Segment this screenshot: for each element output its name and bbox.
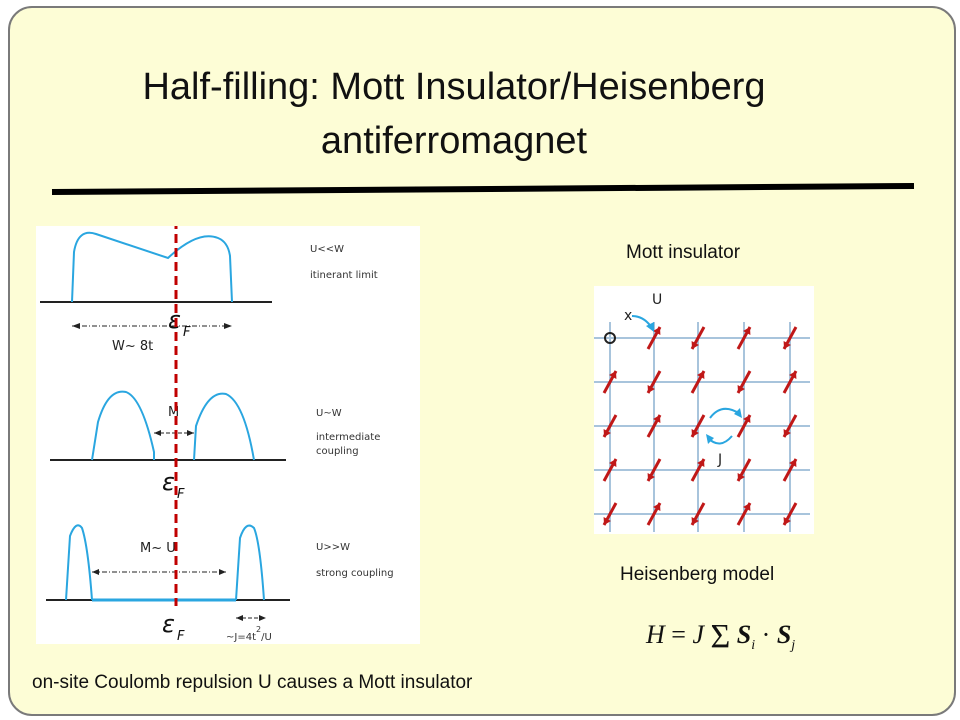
double-occupancy-label: x (624, 308, 632, 324)
fermi-sub-2: F (177, 487, 185, 502)
gap-label-2: M (168, 405, 179, 420)
dos-diagram: W~ 8t ε F U<<W itinerant limit M ε F U~W… (36, 206, 420, 644)
spin-arrowhead (737, 473, 745, 481)
spin-arrowhead (783, 517, 791, 525)
slide: Half-filling: Mott Insulator/Heisenberg … (8, 6, 956, 716)
spin-arrowhead (789, 371, 797, 379)
spin-arrowhead (743, 415, 751, 423)
fermi-sub-1: F (183, 325, 191, 340)
dos-curve-itinerant (71, 231, 233, 303)
heisenberg-hamiltonian: H = J Σ Si · Sj (646, 618, 796, 655)
regime-desc-1: itinerant limit (310, 270, 378, 281)
title-rule (51, 183, 915, 195)
dos-curve-upper-2 (193, 392, 255, 461)
bandwidth-label: W~ 8t (112, 339, 153, 354)
spin-arrowhead (653, 415, 661, 423)
spin-arrowhead (603, 517, 611, 525)
spin-arrowhead (653, 327, 661, 335)
title-line-2: antiferromagnet (320, 120, 588, 162)
fermi-sub-3: F (177, 629, 185, 644)
vacancy-site (604, 332, 616, 344)
spin-arrowhead (647, 473, 655, 481)
caption: on-site Coulomb repulsion U causes a Mot… (32, 672, 473, 693)
gap-label-3: M~ U (140, 541, 176, 556)
regime-desc-3: strong coupling (316, 568, 394, 579)
fermi-label-3: ε (162, 610, 175, 638)
spin-arrowhead (789, 459, 797, 467)
regime-label-1: U<<W (310, 244, 344, 255)
spin-arrowhead (609, 459, 617, 467)
spin-arrowhead (783, 341, 791, 349)
regime-desc-2a: intermediate (316, 432, 380, 443)
spin-arrowhead (783, 429, 791, 437)
hop-label: U (652, 292, 662, 308)
spin-arrowhead (697, 459, 705, 467)
fermi-label-2: ε (162, 468, 175, 496)
spin-arrowhead (691, 341, 699, 349)
spin-arrowhead (603, 429, 611, 437)
regime-label-2: U~W (316, 408, 342, 419)
title-line-1: Half-filling: Mott Insulator/Heisenberg (142, 66, 766, 108)
spin-arrowhead (743, 327, 751, 335)
spin-arrowhead (609, 371, 617, 379)
regime-label-3: U>>W (316, 542, 350, 553)
spin-arrowhead (737, 385, 745, 393)
dos-curve-lower-3 (65, 524, 93, 601)
spin-arrowhead (691, 429, 699, 437)
j-label: ~J=4t2/U (226, 625, 272, 643)
mott-insulator-label: Mott insulator (626, 242, 741, 263)
spin-arrowhead (743, 503, 751, 511)
spin-lattice-diagram: x U J (594, 286, 814, 534)
spin-arrowhead (697, 371, 705, 379)
spin-arrowhead (653, 503, 661, 511)
dos-curve-upper-3 (235, 524, 265, 601)
dos-curve-lower-2 (91, 390, 155, 461)
spin-arrowhead (647, 385, 655, 393)
spin-arrowhead (691, 517, 699, 525)
heisenberg-model-label: Heisenberg model (620, 564, 775, 585)
regime-desc-2b: coupling (316, 446, 359, 457)
exchange-label: J (717, 452, 722, 468)
